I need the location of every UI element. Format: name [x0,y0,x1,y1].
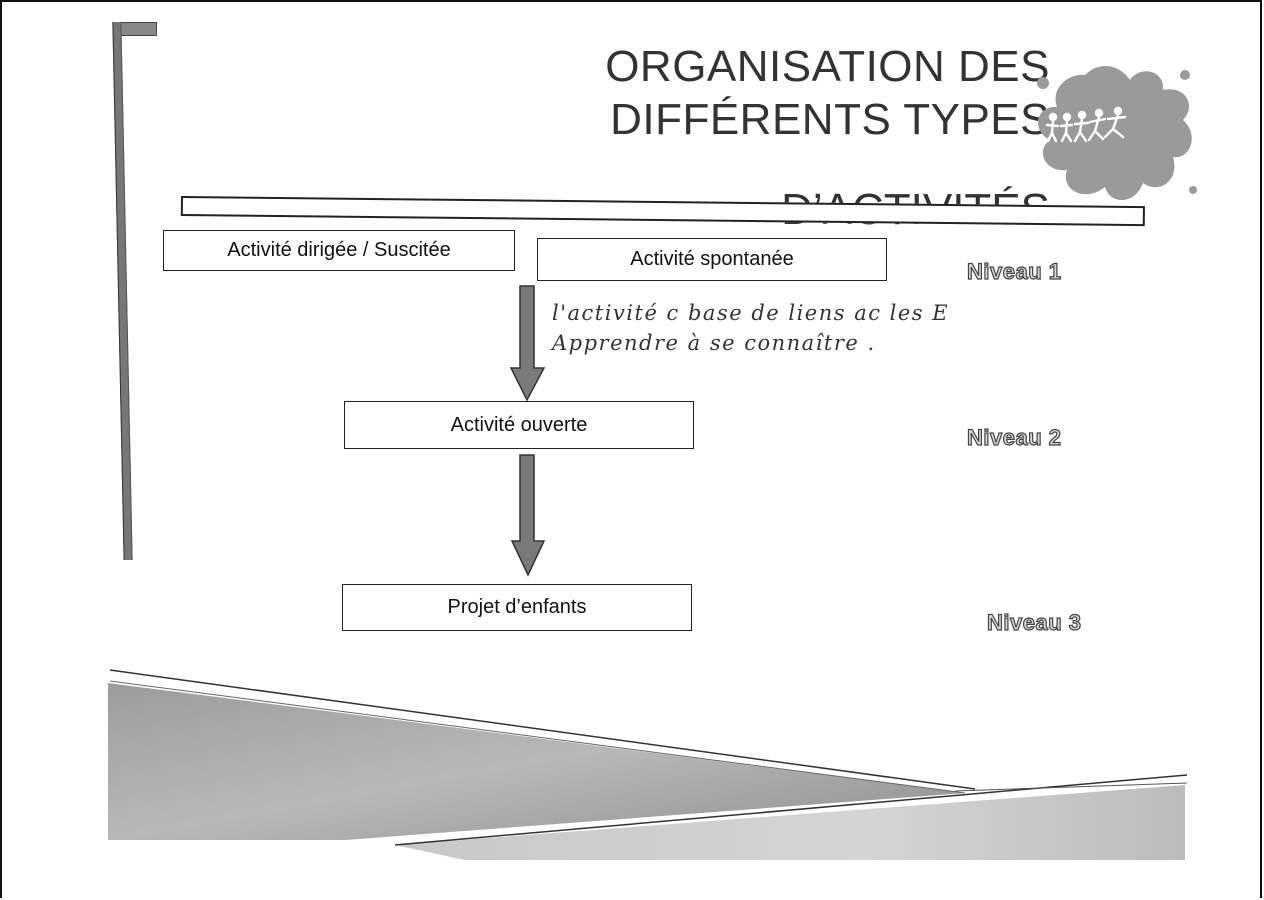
slide-title: ORGANISATION DES DIFFÉRENTS TYPES [430,40,1050,146]
level-3-label: Niveau 3 [986,609,1082,635]
box-open-activity-label: Activité ouverte [450,413,588,436]
level-1-label: Niveau 1 [966,258,1062,284]
down-arrow-icon [509,285,546,402]
handwritten-note-line-1: l'activité c base de liens ac les E [552,301,950,325]
handwritten-note-line-2: Apprendre à se connaître . [552,331,876,355]
box-open-activity: Activité ouverte [344,401,694,449]
footer-decorative-wedges [108,669,1188,860]
level-2-label: Niveau 2 [966,424,1062,450]
down-arrow-icon [510,454,546,577]
box-directed-activity-label: Activité dirigée / Suscitée [227,239,451,261]
left-bar-cap [118,22,157,36]
box-spontaneous-activity: Activité spontanée [537,238,887,281]
title-line-2: DIFFÉRENTS TYPES [610,95,1050,144]
handwritten-note: l'activité c base de liens ac les E Appr… [552,298,1112,358]
running-children-icon [1045,106,1127,143]
title-line-1: ORGANISATION DES [605,42,1050,91]
box-children-project: Projet d’enfants [342,584,692,631]
paint-splat-logo-icon [1037,65,1197,201]
box-children-project-label: Projet d’enfants [447,596,587,618]
box-spontaneous-activity-label: Activité spontanée [630,248,794,270]
box-directed-activity: Activité dirigée / Suscitée [163,230,515,271]
